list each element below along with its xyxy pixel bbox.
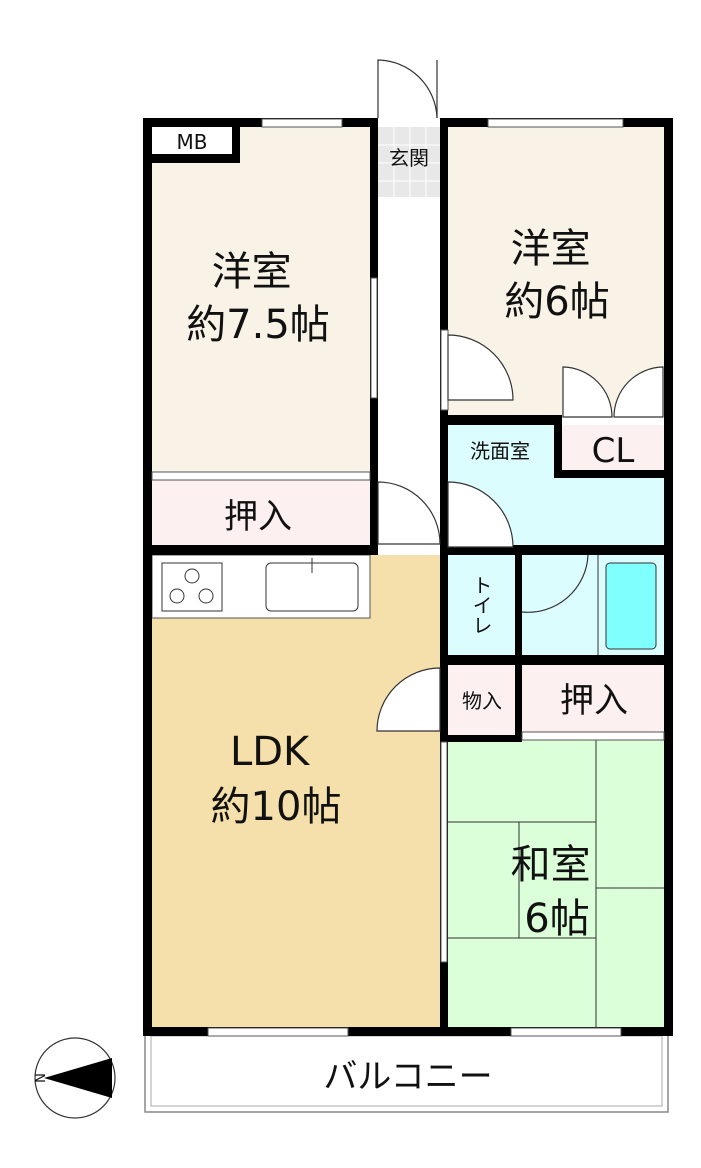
closet-2: [522, 665, 664, 732]
entrance-label: 玄関: [389, 146, 429, 170]
japanese-room-name: 和室: [511, 842, 591, 888]
compass-icon: N: [31, 1037, 116, 1119]
ldk-label: LDK 約10帖: [211, 729, 342, 830]
japanese-room: [448, 740, 664, 1027]
japanese-room-label: 和室 6帖: [511, 842, 604, 942]
windows[interactable]: [151, 118, 665, 1037]
washroom-label: 洗面室: [470, 439, 530, 463]
japanese-room-size: 6帖: [524, 896, 589, 942]
entrance: [378, 127, 440, 197]
ldk-room: [152, 555, 440, 1027]
closet-1: [152, 480, 370, 545]
western-room-2-name: 洋室: [511, 226, 591, 272]
balcony: [144, 1029, 669, 1113]
cl-closet: [562, 425, 664, 470]
western-room-2-size: 約6帖: [504, 279, 609, 325]
storage-label: 物入: [462, 689, 502, 713]
closet-1-label: 押入: [224, 497, 292, 537]
western-room-2-label: 洋室 約6帖: [504, 226, 609, 325]
western-room-1: [152, 127, 370, 472]
stove-icon: [161, 562, 223, 612]
closet-2-label: 押入: [560, 681, 628, 721]
western-room-1-name: 洋室: [212, 249, 292, 295]
bathtub-icon: [605, 562, 657, 650]
compass-north-label: N: [31, 1073, 46, 1083]
ldk-name: LDK: [230, 729, 311, 775]
balcony-label: バルコニー: [323, 1057, 492, 1097]
storage: [448, 665, 515, 735]
ldk-size: 約10帖: [211, 784, 342, 830]
toilet-label: トイレ: [469, 575, 493, 635]
doors[interactable]: [376, 59, 664, 732]
western-room-1-label: 洋室 約7.5帖: [186, 249, 330, 348]
mb-label: MB: [177, 130, 208, 154]
tatami-lines: [448, 740, 664, 1027]
western-room-1-size: 約7.5帖: [186, 302, 330, 348]
cl-label: CL: [592, 431, 635, 471]
toilet: [448, 555, 515, 655]
mb-box: [152, 127, 232, 154]
